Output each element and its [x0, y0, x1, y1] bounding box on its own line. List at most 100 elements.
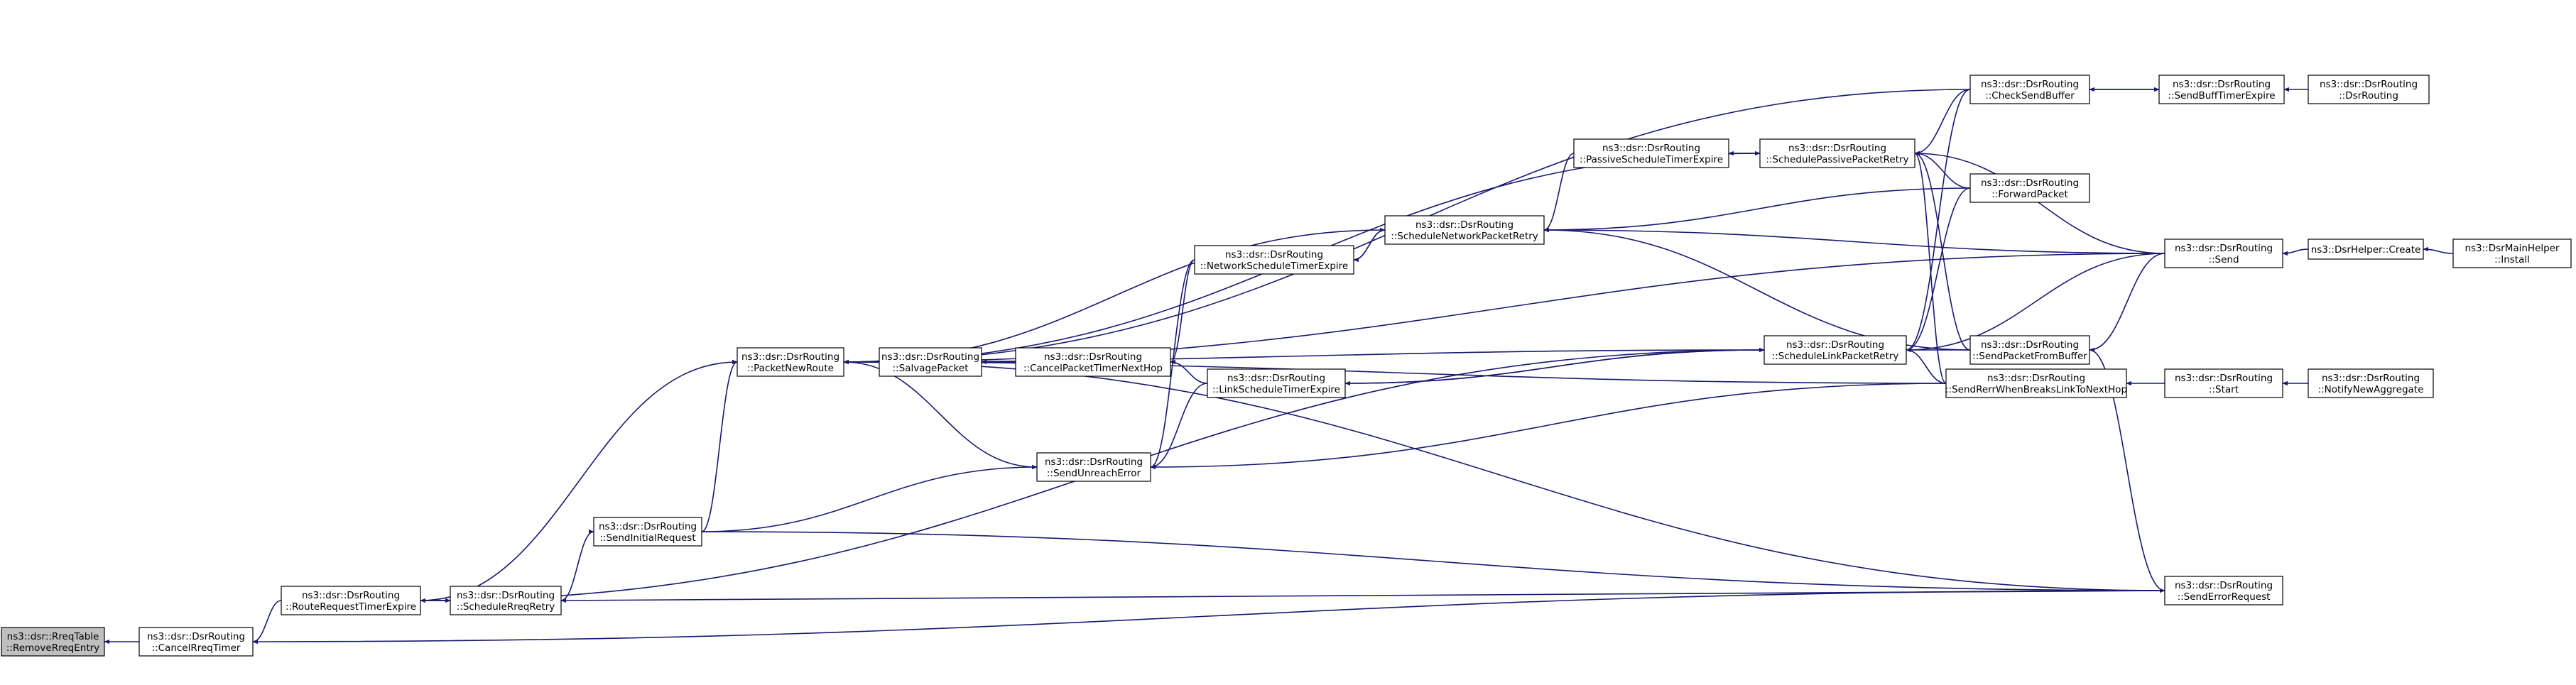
node-cancelrreqtimer[interactable]: ns3::dsr::DsrRouting::CancelRreqTimer [138, 627, 254, 657]
node-label-line: ns3::dsr::DsrRouting [881, 351, 979, 363]
edge-path [843, 253, 2165, 365]
node-sendrerrwhenbreakslinktonexthop[interactable]: ns3::dsr::DsrRouting::SendRerrWhenBreaks… [1945, 368, 2127, 398]
node-label-line: ::SendInitialRequest [599, 532, 695, 544]
node-layer: ns3::dsr::RreqTable::RemoveRreqEntry ns3:… [1, 75, 2572, 657]
edge-path [843, 359, 1038, 468]
node-forwardpacket[interactable]: ns3::dsr::DsrRouting::ForwardPacket [1969, 173, 2090, 203]
node-install[interactable]: ns3::DsrMainHelper::Install [2452, 239, 2572, 268]
node-packetnewroute[interactable]: ns3::dsr::DsrRouting::PacketNewRoute [737, 347, 844, 377]
node-label-line: ::SchedulePassivePacketRetry [1766, 154, 1908, 165]
node-cancelpackettimernexthop[interactable]: ns3::dsr::DsrRouting::CancelPacketTimerN… [1015, 347, 1171, 377]
edge [252, 590, 2165, 645]
edge [701, 359, 738, 532]
node-sendinitialrequest[interactable]: ns3::dsr::DsrRouting::SendInitialRequest [593, 517, 702, 547]
edge-path [560, 590, 2165, 603]
node-label-line: ::ForwardPacket [1991, 189, 2068, 200]
node-label-line: ns3::dsr::DsrRouting [1981, 339, 2079, 351]
edge-path [1914, 89, 1971, 156]
edge-path [843, 349, 1765, 365]
node-label-line: ns3::dsr::DsrRouting [741, 351, 839, 363]
node-label-line: ns3::DsrHelper::Create [2311, 244, 2421, 256]
node-label-line: ::ScheduleLinkPacketRetry [1772, 351, 1899, 362]
node-sendbufftimerexpire[interactable]: ns3::dsr::DsrRouting::SendBuffTimerExpir… [2158, 75, 2285, 104]
node-box [1969, 335, 2090, 365]
edge [843, 349, 1765, 365]
node-box [737, 347, 844, 377]
edge-path [1150, 383, 1208, 470]
node-label-line: ns3::dsr::DsrRouting [1788, 143, 1886, 154]
node-box [1384, 215, 1545, 245]
edge [1914, 150, 2165, 254]
node-sendunreacherror[interactable]: ns3::dsr::DsrRouting::SendUnreachError [1036, 452, 1151, 482]
node-box [1015, 347, 1171, 377]
edge-path [560, 529, 594, 601]
edge-path [1170, 359, 1208, 384]
node-box [1573, 138, 1729, 168]
node-label-line: ns3::dsr::DsrRouting [1225, 249, 1323, 261]
node-send[interactable]: ns3::dsr::DsrRouting::Send [2164, 239, 2283, 268]
node-label-line: ns3::dsr::DsrRouting [1987, 373, 2085, 384]
edge [1914, 150, 1947, 384]
node-linkscheduletimerexpire[interactable]: ns3::dsr::DsrRouting::LinkScheduleTimerE… [1207, 368, 1346, 398]
edge [420, 359, 738, 601]
edge [2423, 246, 2454, 254]
node-label-line: ::PacketNewRoute [747, 363, 834, 374]
node-box [2164, 576, 2283, 605]
node-box [593, 517, 702, 547]
node-label-line: ns3::dsr::DsrRouting [302, 590, 400, 601]
node-sendpacketfrombuffer[interactable]: ns3::dsr::DsrRouting::SendPacketFromBuff… [1969, 335, 2090, 365]
node-label-line: ::SendPacketFromBuffer [1972, 351, 2087, 362]
node-box [1969, 75, 2090, 104]
node-box [450, 586, 562, 615]
node-networkscheduletimerexpire[interactable]: ns3::dsr::DsrRouting::NetworkScheduleTim… [1194, 245, 1354, 275]
node-checksendbuffer[interactable]: ns3::dsr::DsrRouting::CheckSendBuffer [1969, 75, 2090, 104]
node-box [1763, 335, 1907, 365]
node-box [1036, 452, 1151, 482]
node-label-line: ::SendErrorRequest [2178, 591, 2271, 603]
node-label-line: ns3::dsr::DsrRouting [599, 521, 697, 532]
node-label-line: ns3::dsr::DsrRouting [1227, 373, 1325, 384]
node-senderrorrequest[interactable]: ns3::dsr::DsrRouting::SendErrorRequest [2164, 576, 2283, 605]
node-box [2308, 239, 2424, 260]
node-label-line: ns3::dsr::DsrRouting [1415, 219, 1513, 231]
edge [1170, 259, 1195, 365]
node-label-line: ::SendUnreachError [1047, 468, 1141, 479]
node-label-line: ::Install [2494, 254, 2530, 265]
node-label-line: ::RouteRequestTimerExpire [286, 601, 416, 613]
edge-path [1906, 187, 1971, 353]
node-label-line: ::ScheduleRreqRetry [457, 601, 555, 613]
node-salvagepacket[interactable]: ns3::dsr::DsrRouting::SalvagePacket [879, 347, 982, 377]
node-passivescheduletimerexpire[interactable]: ns3::dsr::DsrRouting::PassiveScheduleTim… [1573, 138, 1729, 168]
edge [1543, 153, 1575, 233]
node-schedulenetworkpacketretry[interactable]: ns3::dsr::DsrRouting::ScheduleNetworkPac… [1384, 215, 1545, 245]
edge [843, 253, 2165, 365]
edge-path [420, 359, 738, 601]
node-label-line: ns3::dsr::DsrRouting [147, 631, 245, 642]
edge-path [843, 359, 1947, 384]
edge [1914, 89, 1971, 156]
node-routerequesttimerexpire[interactable]: ns3::dsr::DsrRouting::RouteRequestTimerE… [281, 586, 421, 615]
edge-path [1543, 227, 2165, 254]
node-box [2308, 368, 2434, 398]
node-schedulelinkpacketretry[interactable]: ns3::dsr::DsrRouting::ScheduleLinkPacket… [1763, 335, 1907, 365]
edge-path [1914, 150, 1947, 384]
node-label-line: ns3::dsr::DsrRouting [2173, 79, 2271, 90]
edge-path [1914, 150, 1971, 189]
node-dsrhelper-create[interactable]: ns3::DsrHelper::Create [2308, 239, 2424, 260]
node-label-line: ::SalvagePacket [893, 363, 969, 374]
node-removerreqentry[interactable]: ns3::dsr::RreqTable::RemoveRreqEntry [1, 627, 105, 657]
node-schedulepassivepacketretry[interactable]: ns3::dsr::DsrRouting::SchedulePassivePac… [1759, 138, 1915, 168]
edge-path [701, 531, 2165, 593]
edge-path [701, 359, 738, 532]
node-label-line: ::CancelPacketTimerNextHop [1023, 363, 1163, 374]
node-box [1194, 245, 1354, 275]
node-start[interactable]: ns3::dsr::DsrRouting::Start [2164, 368, 2283, 398]
edge [1906, 253, 2165, 353]
node-schedulerreqretry[interactable]: ns3::dsr::DsrRouting::ScheduleRreqRetry [450, 586, 562, 615]
edge [252, 600, 282, 645]
node-label-line: ::CheckSendBuffer [1985, 90, 2075, 102]
node-dsrrouting[interactable]: ns3::dsr::DsrRouting::DsrRouting [2308, 75, 2430, 104]
node-notifynewaggregate[interactable]: ns3::dsr::DsrRouting::NotifyNewAggregate [2308, 368, 2434, 398]
node-label-line: ::RemoveRreqEntry [6, 642, 99, 654]
